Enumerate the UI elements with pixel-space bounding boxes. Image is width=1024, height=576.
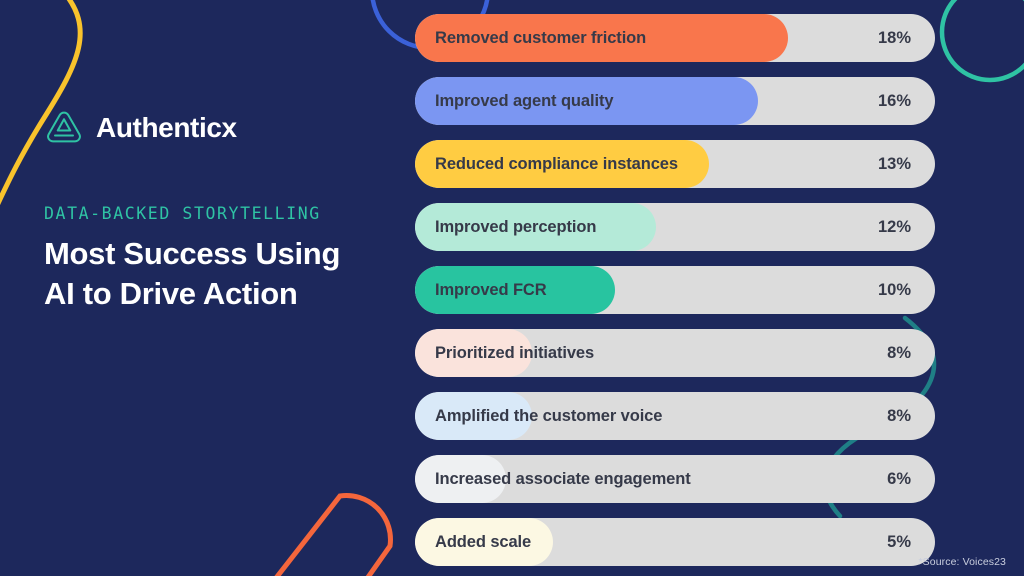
page-title: Most Success Using AI to Drive Action: [44, 234, 424, 313]
bar-fill: [415, 518, 553, 566]
horizontal-bar-chart: Removed customer friction 18% Improved age…: [415, 14, 935, 576]
authenticx-triangle-logo-icon: [47, 111, 81, 143]
bar-value-label: 5%: [887, 533, 911, 551]
bar-row: Improved FCR 10%: [415, 266, 935, 314]
bar-fill: [415, 203, 656, 251]
logo-lockup: Authenticx: [44, 108, 404, 148]
bar-row: Prioritized initiatives 8%: [415, 329, 935, 377]
bar-value-label: 8%: [887, 407, 911, 425]
bar-track: [415, 140, 935, 188]
bar-category-label: Improved agent quality: [435, 92, 614, 110]
brand-name: Authenticx: [96, 112, 237, 143]
bar-value-label: 8%: [887, 344, 911, 362]
bar-value-label: 10%: [877, 281, 911, 299]
bar-category-label: Prioritized initiatives: [435, 344, 595, 362]
bar-fill: [415, 77, 759, 125]
bar-fill: [415, 392, 532, 440]
bar-row: Reduced compliance instances 13%: [415, 140, 935, 188]
bar-row: Increased associate engagement 6%: [415, 455, 935, 503]
bar-track: [415, 455, 935, 503]
bar-value-label: 12%: [877, 218, 911, 236]
teal-circle-outline-shape: [939, 0, 1024, 83]
brand-block: Authenticx: [44, 108, 404, 148]
bar-category-label: Improved perception: [435, 218, 597, 236]
bar-value-label: 16%: [877, 92, 911, 110]
bar-value-label: 18%: [877, 29, 911, 47]
bar-row: Removed customer friction 18%: [415, 14, 935, 62]
bar-fill: [415, 329, 532, 377]
bar-track: [415, 518, 935, 566]
bar-track: [415, 266, 935, 314]
bar-track: [415, 329, 935, 377]
bar-track: [415, 392, 935, 440]
page-title-line-1: Most Success Using: [44, 236, 341, 271]
bar-fill: [415, 14, 788, 62]
bar-fill: [415, 140, 709, 188]
bar-track: [415, 77, 935, 125]
bar-fill: [415, 455, 506, 503]
bar-row: Added scale 5%: [415, 518, 935, 566]
bar-fill: [415, 266, 616, 314]
eyebrow-label: DATA-BACKED STORYTELLING: [44, 204, 321, 223]
bar-category-label: Amplified the customer voice: [435, 407, 663, 425]
bar-row: Amplified the customer voice 8%: [415, 392, 935, 440]
orange-arch-outline-shape: [274, 493, 393, 576]
page-title-line-2: AI to Drive Action: [44, 275, 298, 311]
bar-row: Improved perception 12%: [415, 203, 935, 251]
bar-category-label: Added scale: [435, 533, 532, 551]
source-footnote: *Source: Voices23: [918, 556, 1006, 568]
bar-category-label: Reduced compliance instances: [435, 155, 678, 173]
bar-row: Improved agent quality 16%: [415, 77, 935, 125]
bar-track: [415, 203, 935, 251]
headline-block: DATA-BACKED STORYTELLING Most Success Us…: [44, 204, 424, 313]
bar-category-label: Increased associate engagement: [435, 470, 691, 488]
bar-category-label: Improved FCR: [435, 281, 547, 299]
bar-category-label: Removed customer friction: [435, 29, 647, 47]
bar-track: [415, 14, 935, 62]
bar-value-label: 6%: [887, 470, 911, 488]
bar-value-label: 13%: [877, 155, 911, 173]
